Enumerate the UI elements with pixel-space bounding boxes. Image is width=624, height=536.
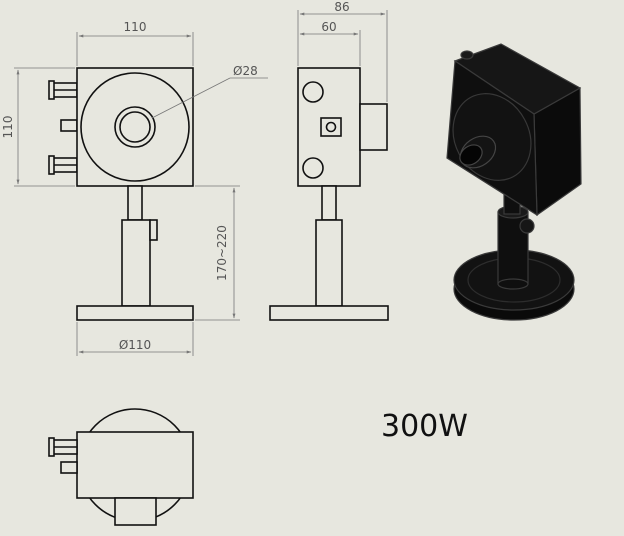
iso-lock-knob xyxy=(519,218,535,234)
front-view-dimensions xyxy=(14,32,268,356)
front-post-upper xyxy=(127,185,143,221)
front-aperture-inner xyxy=(119,111,151,143)
dim-side-depth-total: 86 xyxy=(334,0,349,14)
front-detector-ring xyxy=(80,72,190,182)
side-connector-upper xyxy=(302,81,324,103)
front-connector-middle xyxy=(60,119,78,132)
top-connector-upper xyxy=(48,437,78,457)
side-post-upper xyxy=(321,185,337,221)
dim-front-height: 110 xyxy=(1,116,15,139)
isometric-view xyxy=(446,43,582,321)
top-view xyxy=(48,408,194,526)
front-connector-lower xyxy=(48,155,78,175)
side-view-dimensions xyxy=(297,10,388,102)
power-rating-label: 300W xyxy=(381,409,468,444)
side-center-port-hole xyxy=(325,121,337,133)
dim-side-depth-body: 60 xyxy=(321,20,336,34)
top-connector-lower xyxy=(60,461,78,474)
front-view xyxy=(48,67,194,321)
side-rear-extension xyxy=(359,103,388,151)
side-connector-lower xyxy=(302,157,324,179)
front-lock-knob xyxy=(149,219,158,241)
front-aperture-outer xyxy=(114,106,156,148)
front-post-lower xyxy=(121,219,151,307)
iso-connector-top xyxy=(460,50,474,60)
iso-post-bottom xyxy=(497,278,529,290)
dim-stand-height: 170~220 xyxy=(215,225,229,281)
top-head-body xyxy=(76,431,194,499)
top-rear-extension xyxy=(114,497,157,526)
dim-aperture: Ø28 xyxy=(233,64,258,78)
side-view xyxy=(269,67,389,321)
iso-aperture-hole xyxy=(459,144,483,166)
front-connector-upper xyxy=(48,80,78,100)
dim-base-diameter: Ø110 xyxy=(119,338,151,352)
side-post-lower xyxy=(315,219,343,307)
side-center-port xyxy=(320,117,342,137)
side-head-body xyxy=(297,67,361,187)
side-base xyxy=(269,305,389,321)
dim-front-width: 110 xyxy=(124,20,147,34)
front-head-body xyxy=(76,67,194,187)
front-base xyxy=(76,305,194,321)
